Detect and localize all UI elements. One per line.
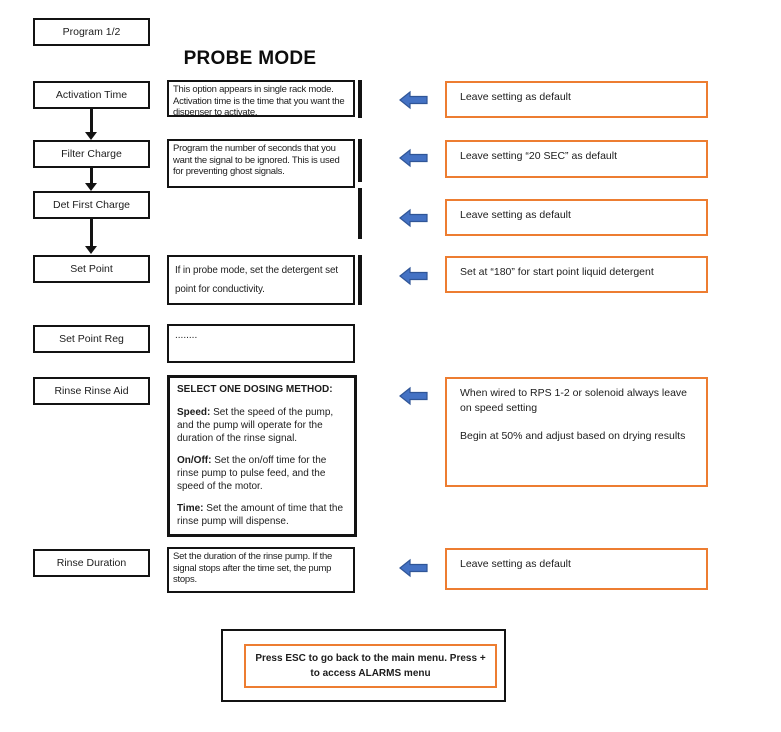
dosing-item-text: Set the on/off time for the rinse pump t… xyxy=(177,455,327,492)
divider-bar xyxy=(358,255,362,305)
down-arrow-connector xyxy=(90,168,93,185)
divider-bar xyxy=(358,188,362,239)
desc-rinse-duration: Set the duration of the rinse pump. If t… xyxy=(167,547,355,593)
dosing-item-text: Set the speed of the pump, and the pump … xyxy=(177,407,334,444)
down-arrow-connector xyxy=(90,109,93,133)
down-arrowhead-icon xyxy=(85,132,97,140)
note-set-point: Set at “180” for start point liquid dete… xyxy=(445,256,708,293)
down-arrowhead-icon xyxy=(85,246,97,254)
desc-text: Program the number of seconds that you w… xyxy=(173,143,340,177)
note-activation-time: Leave setting as default xyxy=(445,81,708,118)
left-arrow-icon xyxy=(399,558,428,578)
note-rinse-duration: Leave setting as default xyxy=(445,548,708,590)
desc-filter-charge: Program the number of seconds that you w… xyxy=(167,139,355,188)
divider-bar xyxy=(358,139,362,182)
flow-box-set-point-reg: Set Point Reg xyxy=(33,325,150,353)
desc-activation-time: This option appears in single rack mode.… xyxy=(167,80,355,118)
flow-box-label: Set Point xyxy=(70,263,113,275)
desc-rinse-rinse-aid: SELECT ONE DOSING METHOD: Speed: Set the… xyxy=(167,375,357,537)
flow-box-label: Activation Time xyxy=(55,89,128,101)
dosing-item: Speed: Set the speed of the pump, and th… xyxy=(177,406,346,445)
desc-text: ........ xyxy=(175,330,198,341)
flow-box-det-first-charge: Det First Charge xyxy=(33,191,150,219)
left-arrow-icon xyxy=(399,266,428,286)
left-arrow-icon xyxy=(399,148,428,168)
flow-box-filter-charge: Filter Charge xyxy=(33,140,150,168)
desc-set-point: If in probe mode, set the detergent set … xyxy=(167,255,355,305)
note-rinse-rinse-aid: When wired to RPS 1-2 or solenoid always… xyxy=(445,377,708,487)
flow-box-activation-time: Activation Time xyxy=(33,81,150,109)
down-arrowhead-icon xyxy=(85,183,97,191)
desc-text: Set the duration of the rinse pump. If t… xyxy=(173,551,333,585)
note-text: When wired to RPS 1-2 or solenoid always… xyxy=(460,387,688,415)
dosing-item-text: Set the amount of time that the rinse pu… xyxy=(177,503,344,527)
flow-box-label: Rinse Duration xyxy=(56,557,127,569)
flow-box-label: Filter Charge xyxy=(61,148,122,160)
dosing-item-lead: Time: xyxy=(177,503,204,514)
flow-box-label: Rinse Rinse Aid xyxy=(54,385,129,397)
footer-line: to access ALARMS menu xyxy=(310,668,431,679)
note-det-first-charge: Leave setting as default xyxy=(445,199,708,236)
left-arrow-icon xyxy=(399,90,428,110)
note-filter-charge: Leave setting “20 SEC” as default xyxy=(445,140,708,178)
note-text: Leave setting as default xyxy=(460,91,571,103)
dosing-item-lead: On/Off: xyxy=(177,455,212,466)
dosing-item: Time: Set the amount of time that the ri… xyxy=(177,502,346,528)
note-text: Leave setting as default xyxy=(460,558,571,570)
dosing-item: On/Off: Set the on/off time for the rins… xyxy=(177,454,346,493)
left-arrow-icon xyxy=(399,208,428,228)
note-text: Leave setting “20 SEC” as default xyxy=(460,150,618,162)
page-title: PROBE MODE xyxy=(183,48,317,69)
note-text: Begin at 50% and adjust based on drying … xyxy=(460,430,686,443)
desc-text: If in probe mode, set the detergent set … xyxy=(175,265,338,295)
dosing-item-lead: Speed: xyxy=(177,407,211,418)
note-text: Leave setting as default xyxy=(460,209,571,221)
note-text: Set at “180” for start point liquid dete… xyxy=(460,266,654,278)
divider-bar xyxy=(358,80,362,118)
dosing-heading: SELECT ONE DOSING METHOD: xyxy=(177,384,333,395)
desc-text: This option appears in single rack mode.… xyxy=(173,84,345,118)
flow-box-set-point: Set Point xyxy=(33,255,150,283)
footer-line: Press ESC to go back to the main menu. P… xyxy=(255,653,486,664)
footer-note: Press ESC to go back to the main menu. P… xyxy=(244,644,497,688)
flow-box-rinse-rinse-aid: Rinse Rinse Aid xyxy=(33,377,150,405)
flow-box-label: Det First Charge xyxy=(52,199,131,211)
left-arrow-icon xyxy=(399,386,428,406)
program-label: Program 1/2 xyxy=(62,26,121,38)
flow-box-rinse-duration: Rinse Duration xyxy=(33,549,150,577)
program-box: Program 1/2 xyxy=(33,18,150,46)
footer-box: Press ESC to go back to the main menu. P… xyxy=(221,629,506,702)
down-arrow-connector xyxy=(90,219,93,248)
desc-set-point-reg: ........ xyxy=(167,324,355,363)
flow-box-label: Set Point Reg xyxy=(59,333,124,345)
